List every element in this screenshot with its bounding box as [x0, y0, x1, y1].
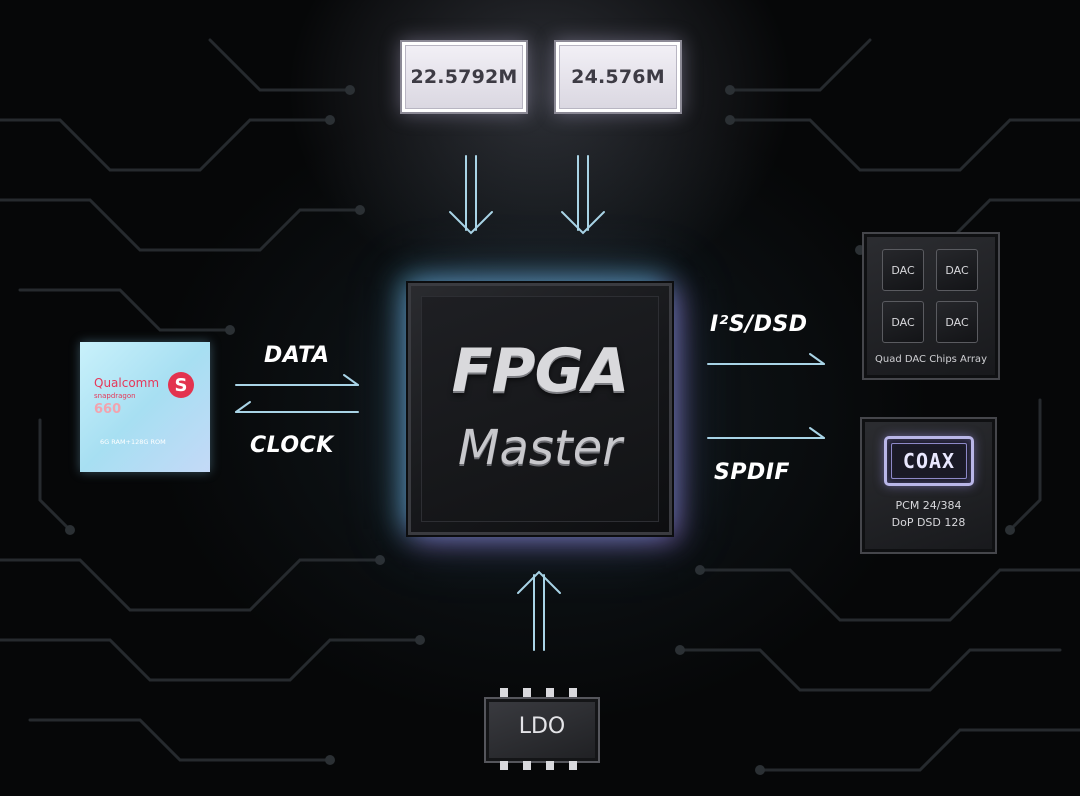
- arrow-osc1-down: [449, 155, 493, 235]
- i2s-dsd-link-label: I²S/DSD: [710, 312, 808, 337]
- arrow-osc2-down: [561, 155, 605, 235]
- arrow-i2s-right: [707, 353, 825, 365]
- fpga-title: FPGA: [451, 336, 630, 406]
- dac-chip: DAC: [936, 249, 978, 291]
- fpga-master-chip: FPGA Master: [408, 283, 672, 535]
- soc-brand: Qualcomm: [94, 376, 160, 390]
- ldo-regulator-chip: LDO: [484, 697, 600, 763]
- arrow-data-right: [235, 374, 359, 386]
- soc-model: 660: [94, 402, 122, 417]
- fpga-subtitle: Master: [458, 420, 622, 476]
- fpga-chip-face: [421, 296, 659, 522]
- dac-chip: DAC: [936, 301, 978, 343]
- oscillator-24m-label: 24.576M: [571, 66, 665, 88]
- soc-memory: 6G RAM+128G ROM: [100, 438, 166, 446]
- dac-chip: DAC: [882, 301, 924, 343]
- coax-badge: COAX: [884, 436, 974, 486]
- coax-output-block: COAX PCM 24/384 DoP DSD 128: [860, 417, 997, 554]
- arrow-clock-left: [235, 401, 359, 413]
- oscillator-22m-label: 22.5792M: [410, 66, 518, 88]
- soc-line: snapdragon: [94, 392, 136, 400]
- dac-array-caption: Quad DAC Chips Array: [875, 354, 987, 365]
- dac-chip: DAC: [882, 249, 924, 291]
- quad-dac-array: DAC DAC DAC DAC Quad DAC Chips Array: [862, 232, 1000, 380]
- coax-dsd-spec: DoP DSD 128: [891, 516, 966, 529]
- ldo-label: LDO: [518, 714, 566, 739]
- data-link-label: DATA: [264, 343, 330, 368]
- clock-link-label: CLOCK: [250, 433, 334, 458]
- spdif-link-label: SPDIF: [714, 460, 790, 485]
- coax-pcm-spec: PCM 24/384: [895, 499, 962, 512]
- snapdragon-logo-icon: S: [168, 372, 194, 398]
- oscillator-24m: 24.576M: [554, 40, 682, 114]
- coax-badge-text: COAX: [891, 443, 967, 479]
- arrow-ldo-up: [517, 570, 561, 651]
- oscillator-22m: 22.5792M: [400, 40, 528, 114]
- arrow-spdif-right: [707, 427, 825, 439]
- snapdragon-soc-chip: Qualcomm snapdragon 660 S 6G RAM+128G RO…: [80, 342, 210, 472]
